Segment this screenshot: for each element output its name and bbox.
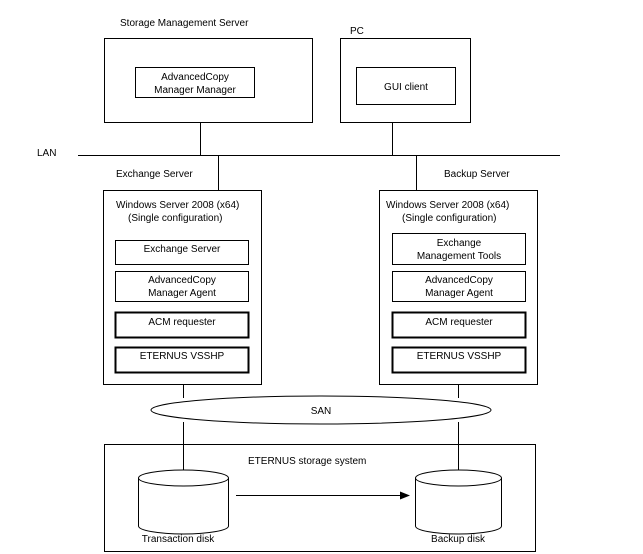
exchange-os-line-2: (Single configuration): [128, 213, 223, 224]
exchange-agent-line-2: Manager Agent: [148, 288, 216, 299]
storage-management-server-title: Storage Management Server: [120, 18, 249, 29]
backup-component-line-2: Management Tools: [417, 251, 501, 262]
exchange-vsshp-box: [114, 346, 250, 374]
backup-os-line-1: Windows Server 2008 (x64): [386, 200, 509, 211]
san-ellipse: [150, 395, 492, 425]
gui-client-label: GUI client: [384, 82, 428, 93]
exchange-acm-requester-box: [114, 311, 250, 339]
transaction-disk-cylinder: [138, 469, 229, 535]
storage-system-box: [104, 444, 536, 552]
backup-disk-label: Backup disk: [431, 534, 486, 545]
exchange-os-line-1: Windows Server 2008 (x64): [116, 200, 239, 211]
manager-component-line-2: Manager Manager: [154, 85, 236, 96]
pc-box: [340, 38, 471, 123]
exchange-server-title: Exchange Server: [116, 169, 193, 180]
lan-label: LAN: [37, 148, 56, 159]
pc-title: PC: [350, 26, 364, 37]
san-label: SAN: [311, 406, 332, 417]
backup-component-box: [392, 233, 526, 265]
exchange-agent-line-1: AdvancedCopy: [148, 275, 216, 286]
manager-component-box: [135, 67, 255, 98]
backup-acm-requester-label: ACM requester: [425, 317, 493, 328]
exchange-component-label: Exchange Server: [144, 244, 221, 255]
exchange-server-box: [103, 190, 262, 385]
manager-component-line-1: AdvancedCopy: [161, 72, 229, 83]
backup-disk-cylinder: [415, 469, 502, 535]
storage-system-title: ETERNUS storage system: [248, 456, 366, 467]
backup-server-title: Backup Server: [444, 169, 510, 180]
exchange-agent-box: [115, 271, 249, 302]
copy-arrowhead: [400, 491, 410, 500]
backup-vsshp-label: ETERNUS VSSHP: [417, 351, 502, 362]
storage-management-server-box: [104, 38, 313, 123]
backup-acm-requester-box: [391, 311, 527, 339]
backup-agent-line-1: AdvancedCopy: [425, 275, 493, 286]
exchange-component-box: [115, 240, 249, 265]
exchange-vsshp-label: ETERNUS VSSHP: [140, 351, 225, 362]
backup-agent-box: [392, 271, 526, 302]
exchange-acm-requester-label: ACM requester: [148, 317, 216, 328]
transaction-disk-label: Transaction disk: [142, 534, 215, 545]
backup-os-line-2: (Single configuration): [402, 213, 497, 224]
backup-component-line-1: Exchange: [437, 238, 482, 249]
backup-vsshp-box: [391, 346, 527, 374]
gui-client-box: [356, 67, 456, 105]
backup-agent-line-2: Manager Agent: [425, 288, 493, 299]
